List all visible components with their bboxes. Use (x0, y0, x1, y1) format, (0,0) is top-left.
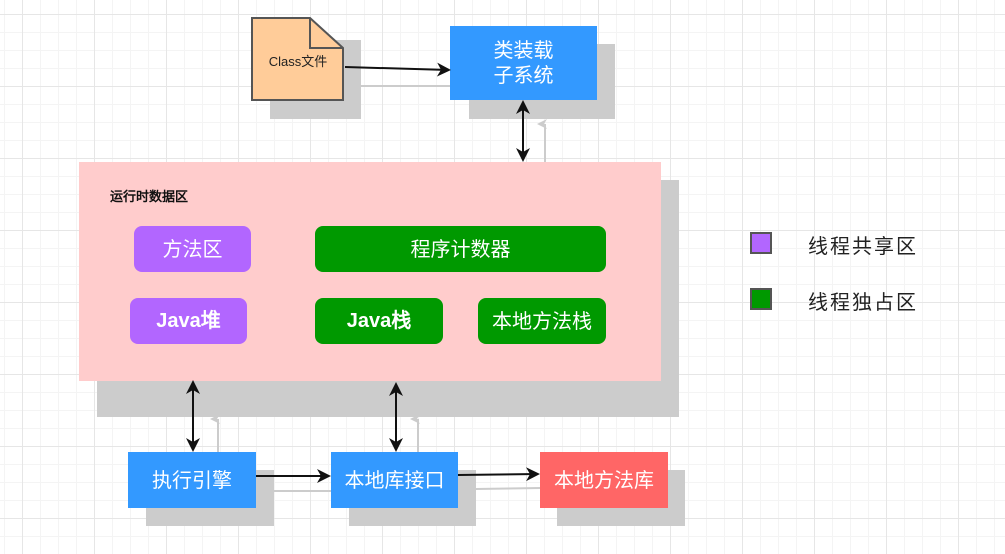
program-counter-label: 程序计数器 (410, 236, 511, 261)
execution-engine[interactable]: 执行引擎 (128, 452, 256, 508)
program-counter[interactable]: 程序计数器 (315, 226, 606, 272)
legend: 线程共享区 线程独占区 (750, 230, 970, 320)
java-heap-label: Java堆 (156, 309, 221, 332)
shadow-line-interface-library (475, 487, 541, 490)
class-file-node[interactable] (250, 16, 345, 102)
native-method-stack[interactable]: 本地方法栈 (478, 298, 606, 344)
legend-label-private: 线程独占区 (808, 290, 918, 314)
class-file-label: Class文件 (268, 53, 328, 69)
method-area-label: 方法区 (162, 236, 223, 261)
java-stack-label: Java栈 (346, 309, 412, 332)
method-area[interactable]: 方法区 (134, 226, 251, 272)
native-library-interface-label: 本地库接口 (344, 467, 445, 492)
legend-swatch-private (750, 288, 772, 310)
java-heap[interactable]: Java堆 (130, 298, 247, 344)
class-loader-label-line2: 子系统 (493, 63, 554, 87)
runtime-data-area-title: 运行时数据区 (110, 190, 189, 205)
java-stack[interactable]: Java栈 (315, 298, 443, 344)
native-method-library[interactable]: 本地方法库 (540, 452, 668, 508)
native-method-library-label: 本地方法库 (554, 467, 654, 492)
class-loader-label-line1: 类装载 (493, 38, 554, 62)
native-method-stack-label: 本地方法栈 (492, 308, 592, 333)
execution-engine-label: 执行引擎 (152, 467, 232, 492)
native-library-interface[interactable]: 本地库接口 (331, 452, 458, 508)
class-loader-subsystem[interactable]: 类装载 子系统 (450, 26, 597, 100)
legend-swatch-shared (750, 232, 772, 254)
legend-label-shared: 线程共享区 (808, 234, 918, 258)
